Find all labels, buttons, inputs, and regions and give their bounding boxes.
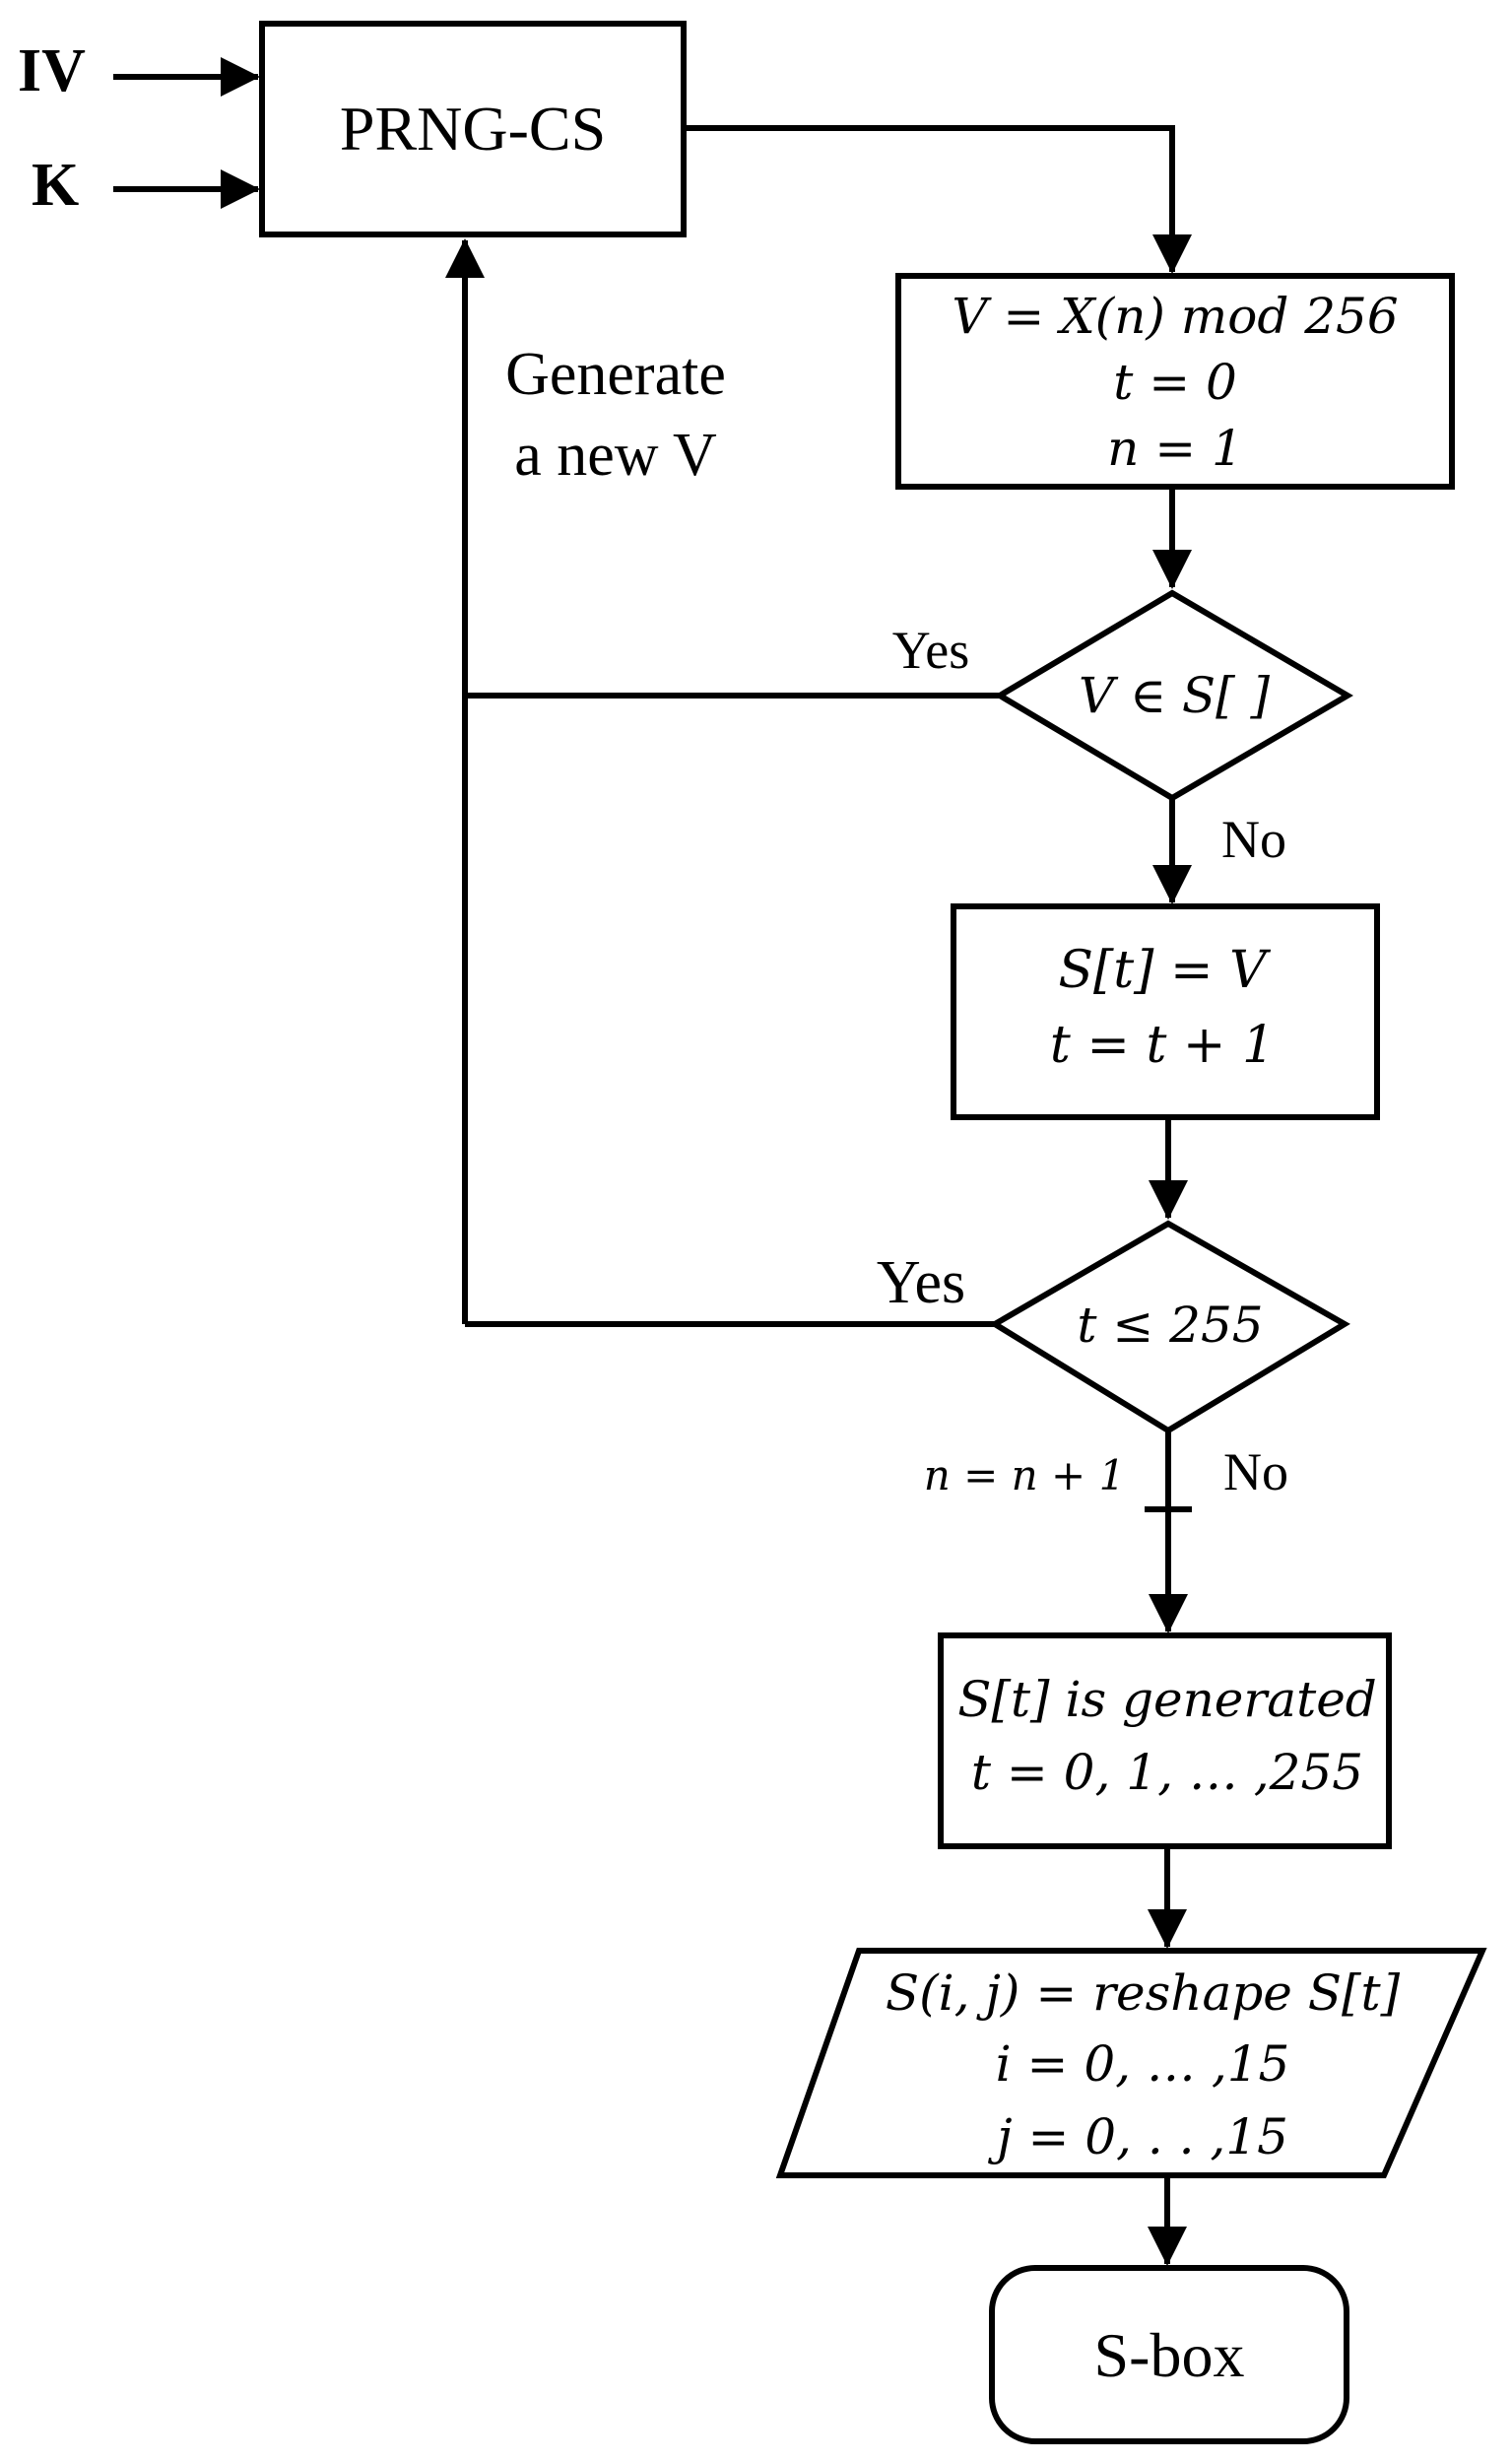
- decision1-yes-label: Yes: [892, 621, 970, 680]
- reshape-line2: i = 0, … ,15: [996, 2035, 1290, 2093]
- feedback-line1: Generate: [505, 341, 726, 408]
- decision2-no-label: No: [1223, 1442, 1288, 1501]
- sbox-label: S-box: [1094, 2320, 1245, 2390]
- generated-line1: S[t] is generated: [957, 1671, 1377, 1728]
- generated-box: [938, 1632, 1392, 1849]
- sbox-terminal: [989, 2265, 1349, 2444]
- init-line1: V = X(n) mod 256: [952, 288, 1398, 345]
- reshape-parallelogram: [775, 1948, 1487, 2178]
- increment-label: n = n + 1: [924, 1451, 1126, 1499]
- prng-to-init-arrow: [684, 125, 1192, 274]
- init-box: [895, 273, 1455, 490]
- decision2-label: t ≤ 255: [1077, 1297, 1263, 1354]
- assign-line1: S[t] = V: [1058, 941, 1271, 1000]
- input-iv-label: IV: [18, 37, 86, 104]
- input-k-label: K: [32, 152, 79, 219]
- reshape-line1: S(i, j) = reshape S[t]: [886, 1964, 1401, 2022]
- init-line2: t = 0: [1113, 354, 1237, 411]
- decision2-yes-label: Yes: [877, 1249, 965, 1316]
- decision1-label: V ∈ S[ ]: [1079, 667, 1271, 724]
- init-line3: n = 1: [1107, 420, 1243, 477]
- generated-line2: t = 0, 1, … ,255: [971, 1744, 1363, 1801]
- prng-box: [259, 21, 687, 237]
- assign-box: [951, 903, 1380, 1120]
- assign-line2: t = t + 1: [1050, 1016, 1275, 1075]
- prng-label: PRNG-CS: [340, 94, 606, 164]
- reshape-line3: j = 0, . . ,15: [987, 2108, 1288, 2165]
- feedback-line2: a new V: [514, 422, 717, 489]
- decision1-no-label: No: [1221, 810, 1286, 869]
